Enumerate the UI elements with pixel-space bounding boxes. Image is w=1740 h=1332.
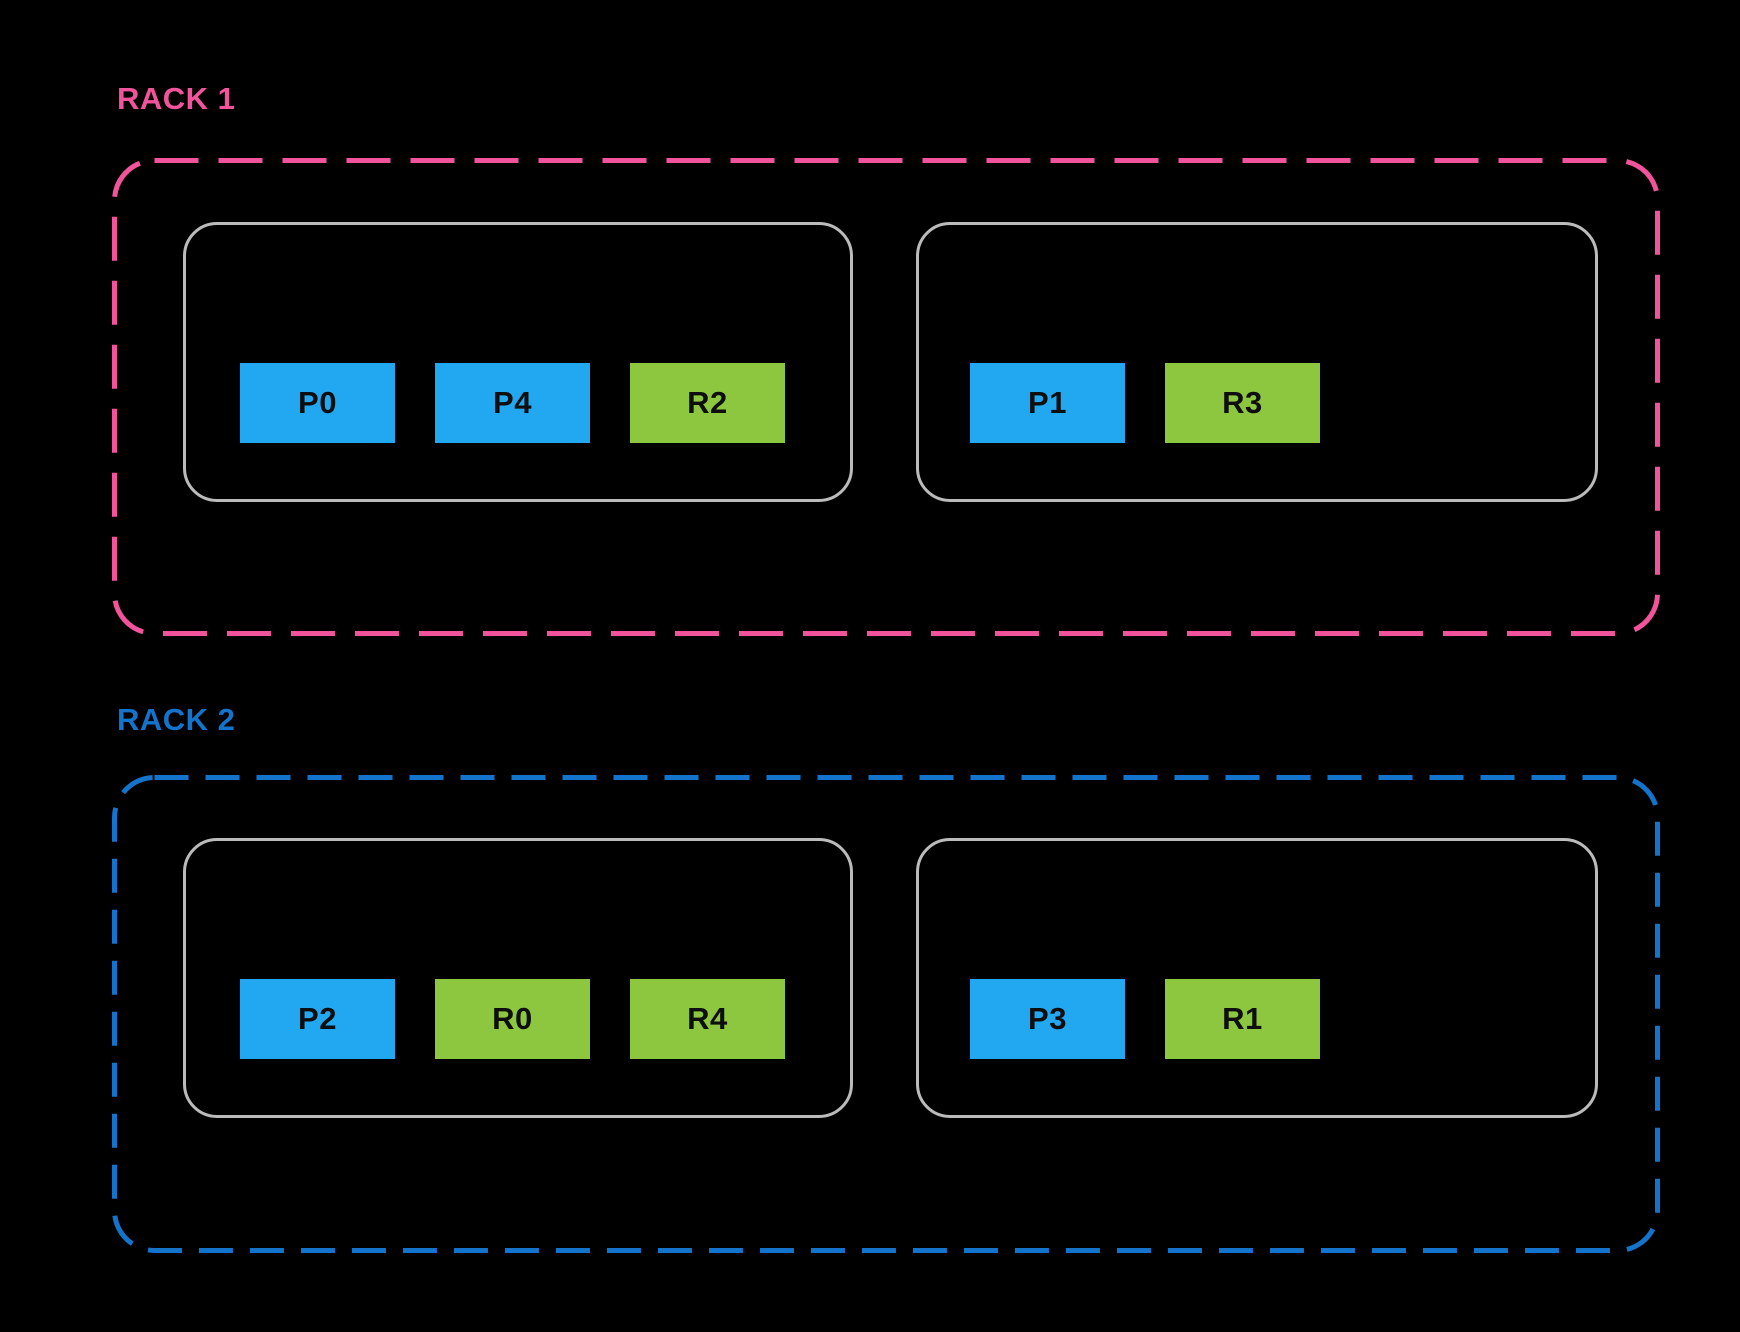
rack-2-host-2 [916,838,1598,1118]
rack-1-outline [112,158,1660,636]
shard-r0: R0 [435,979,590,1059]
rack-2-label: RACK 2 [117,702,236,737]
shard-r3: R3 [1165,363,1320,443]
rack-1-host-2 [916,222,1598,502]
rack-1-label: RACK 1 [117,81,236,116]
shard-r1: R1 [1165,979,1320,1059]
shard-p4: P4 [435,363,590,443]
rack-2-host-1 [183,838,853,1118]
shard-r4: R4 [630,979,785,1059]
rack-1-host-1 [183,222,853,502]
shard-p0: P0 [240,363,395,443]
shard-p3: P3 [970,979,1125,1059]
shard-p1: P1 [970,363,1125,443]
shard-r2: R2 [630,363,785,443]
rack-2-outline [112,775,1660,1253]
shard-p2: P2 [240,979,395,1059]
